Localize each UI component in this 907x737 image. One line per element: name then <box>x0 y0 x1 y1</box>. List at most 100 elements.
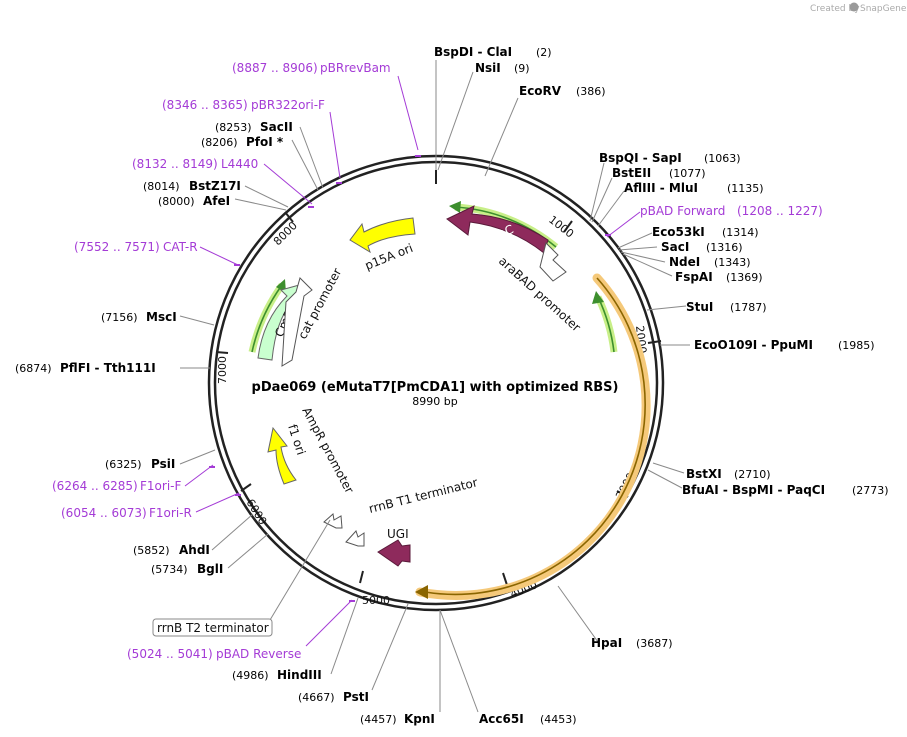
primer-f1ori-r[interactable]: (6054 .. 6073) F1ori-R <box>61 506 192 520</box>
site-position: (2710) <box>734 468 771 481</box>
site-position: (1316) <box>706 241 743 254</box>
site-afei[interactable]: (8000) AfeI <box>158 194 230 208</box>
primer-pbad-reverse[interactable]: (5024 .. 5041) pBAD Reverse <box>127 647 301 661</box>
site-saci[interactable]: SacI (1316) <box>661 240 743 254</box>
site-position: (7156) <box>101 311 138 324</box>
site-name: AflIII - MluI <box>624 181 698 195</box>
site-name: Eco53kI <box>652 225 705 239</box>
site-name: SacII <box>260 120 293 134</box>
site-bstz17i[interactable]: (8014) BstZ17I <box>143 179 241 193</box>
feature-label-arabad: araBAD promoter <box>496 254 583 335</box>
site-hpai[interactable]: HpaI (3687) <box>591 636 673 650</box>
site-pflfi[interactable]: (6874) PflFI - Tth111I <box>15 361 156 375</box>
site-name: HpaI <box>591 636 622 650</box>
feature-f1-ori[interactable]: f1 ori <box>267 423 308 485</box>
site-name: NdeI <box>669 255 700 269</box>
feature-p15a-ori[interactable]: p15A ori <box>349 217 416 273</box>
primers: (8887 .. 8906) pBRrevBam (8346 .. 8365) … <box>52 61 823 661</box>
watermark-brand: SnapGene <box>860 4 907 14</box>
primer-pbad-forward[interactable]: pBAD Forward (1208 .. 1227) <box>640 204 823 218</box>
feature-arabad-promoter[interactable]: araBAD promoter <box>496 242 583 335</box>
site-name: PflFI - Tth111I <box>60 361 156 375</box>
site-hindiii[interactable]: (4986) HindIII <box>232 668 322 682</box>
site-bspqi[interactable]: BspQI - SapI (1063) <box>599 151 741 165</box>
site-name: PfoI * <box>246 135 284 149</box>
site-bfuai[interactable]: BfuAI - BspMI - PaqCI (2773) <box>682 483 889 497</box>
site-name: PstI <box>343 690 369 704</box>
feature-ampr-promoter[interactable]: AmpR promoter <box>299 405 357 529</box>
primer-name: pBAD Reverse <box>216 647 301 661</box>
primer-range: (5024 .. 5041) <box>127 647 213 661</box>
site-pfoi[interactable]: (8206) PfoI * <box>201 135 284 149</box>
site-name: HindIII <box>277 668 322 682</box>
site-afliii[interactable]: AflIII - MluI (1135) <box>624 181 764 195</box>
site-sacii[interactable]: (8253) SacII <box>215 120 293 134</box>
orf-large[interactable] <box>415 273 651 600</box>
site-name: FspAI <box>675 270 713 284</box>
primer-range: (7552 .. 7571) <box>74 240 160 254</box>
site-psti[interactable]: (4667) PstI <box>298 690 369 704</box>
site-position: (386) <box>576 85 606 98</box>
site-eco0109i[interactable]: EcoO109I - PpuMI (1985) <box>694 338 875 352</box>
feature-rrnb-t2[interactable]: rrnB T2 terminator <box>152 519 331 637</box>
site-msci[interactable]: (7156) MscI <box>101 310 177 324</box>
site-ndei[interactable]: NdeI (1343) <box>669 255 751 269</box>
site-ecorv[interactable]: EcoRV (386) <box>519 84 606 98</box>
site-bgli[interactable]: (5734) BglI <box>151 562 223 576</box>
restriction-sites: BspDI - ClaI (2) NsiI (9) EcoRV (386) Bs… <box>15 45 889 726</box>
site-position: (5734) <box>151 563 188 576</box>
site-eco53ki[interactable]: Eco53kI (1314) <box>652 225 759 239</box>
primer-range: (1208 .. 1227) <box>737 204 823 218</box>
feature-label-ugi: UGI <box>387 527 409 541</box>
feature-ugi[interactable]: UGI <box>377 527 411 567</box>
primer-range: (8346 .. 8365) <box>162 98 248 112</box>
site-stui[interactable]: StuI (1787) <box>686 300 767 314</box>
site-bsteii[interactable]: BstEII (1077) <box>612 166 706 180</box>
site-position: (1985) <box>838 339 875 352</box>
primer-pbr322ori-f[interactable]: (8346 .. 8365) pBR322ori-F <box>162 98 325 112</box>
site-psii[interactable]: (6325) PsiI <box>105 457 175 471</box>
site-position: (1077) <box>669 167 706 180</box>
site-bstxi[interactable]: BstXI (2710) <box>686 467 771 481</box>
ugi-orf-arrow[interactable] <box>592 291 618 353</box>
site-name: MscI <box>146 310 177 324</box>
site-kpni[interactable]: (4457) KpnI <box>360 712 435 726</box>
primer-name: pBRrevBam <box>320 61 391 75</box>
site-name: BstZ17I <box>189 179 241 193</box>
site-name: PsiI <box>151 457 175 471</box>
primer-cat-r[interactable]: (7552 .. 7571) CAT-R <box>74 240 198 254</box>
primer-f1ori-f[interactable]: (6264 .. 6285) F1ori-F <box>52 479 181 493</box>
site-position: (8014) <box>143 180 180 193</box>
primer-range: (8132 .. 8149) <box>132 157 218 171</box>
site-position: (4986) <box>232 669 269 682</box>
site-acc65i[interactable]: Acc65I (4453) <box>479 712 577 726</box>
feature-label-rrnbt1: rrnB T1 terminator <box>367 475 479 516</box>
site-position: (4667) <box>298 691 335 704</box>
site-fspai[interactable]: FspAI (1369) <box>675 270 763 284</box>
snapgene-watermark[interactable]: Created by SnapGene <box>810 2 907 15</box>
site-position: (9) <box>514 62 530 75</box>
primer-l4440[interactable]: (8132 .. 8149) L4440 <box>132 157 258 171</box>
feature-label-rrnbt2: rrnB T2 terminator <box>157 621 269 635</box>
plasmid-size: 8990 bp <box>412 395 457 408</box>
tick-label-7000: 7000 <box>216 356 229 384</box>
plasmid-name: pDae069 (eMutaT7[PmCDA1] with optimized … <box>252 380 619 395</box>
site-position: (1369) <box>726 271 763 284</box>
feature-cat-promoter[interactable]: cat promoter <box>281 266 344 367</box>
primer-leader-lines <box>184 75 641 647</box>
site-nsii[interactable]: NsiI (9) <box>475 61 530 75</box>
feature-label-p15a: p15A ori <box>363 241 415 273</box>
site-name: AhdI <box>179 543 210 557</box>
site-name: BglI <box>197 562 223 576</box>
site-name: StuI <box>686 300 713 314</box>
primer-pbrrevbam[interactable]: (8887 .. 8906) pBRrevBam <box>232 61 391 75</box>
site-position: (8206) <box>201 136 238 149</box>
site-position: (1135) <box>727 182 764 195</box>
feature-rrnb-t1[interactable]: rrnB T1 terminator <box>345 475 479 547</box>
watermark-prefix: Created by <box>810 4 860 14</box>
site-leader-lines <box>179 60 690 713</box>
primer-name: F1ori-F <box>140 479 181 493</box>
feature-label-f1: f1 ori <box>285 423 308 457</box>
site-bspdi[interactable]: BspDI - ClaI (2) <box>434 45 552 59</box>
site-ahdi[interactable]: (5852) AhdI <box>133 543 210 557</box>
